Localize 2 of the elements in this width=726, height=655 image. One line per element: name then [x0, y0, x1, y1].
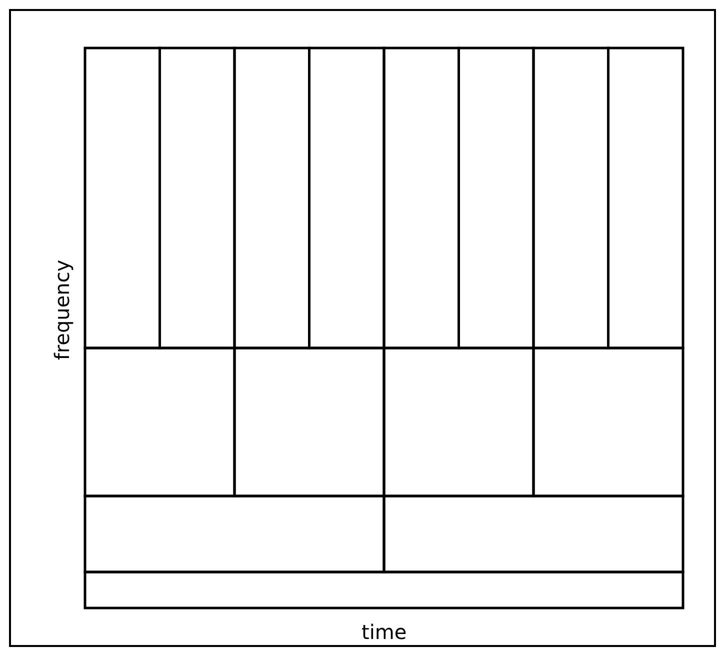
- axis-label: frequency: [52, 260, 72, 360]
- axis-label: time: [362, 622, 407, 642]
